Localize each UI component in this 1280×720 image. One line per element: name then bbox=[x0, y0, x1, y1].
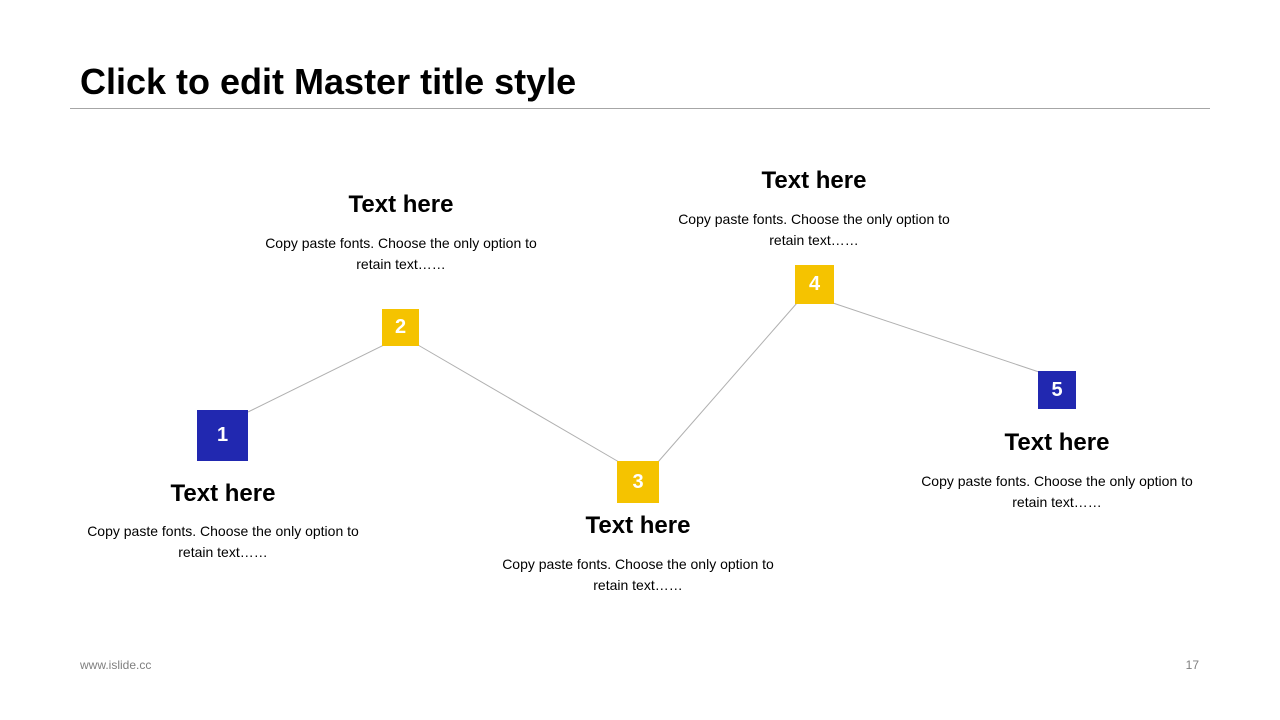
step-3-heading[interactable]: Text here bbox=[585, 512, 691, 539]
step-2-description[interactable]: Copy paste fonts. Choose the only option… bbox=[265, 235, 537, 272]
step-1-heading[interactable]: Text here bbox=[170, 480, 276, 507]
step-3-description[interactable]: Copy paste fonts. Choose the only option… bbox=[502, 556, 774, 593]
footer-website: www.islide.cc bbox=[80, 658, 152, 672]
step-1-description[interactable]: Copy paste fonts. Choose the only option… bbox=[87, 523, 359, 560]
step-4-description[interactable]: Copy paste fonts. Choose the only option… bbox=[678, 211, 950, 248]
connector-3-4 bbox=[657, 302, 798, 463]
connector-4-5 bbox=[832, 302, 1040, 373]
step-2-marker[interactable]: 2 bbox=[382, 309, 419, 346]
step-2-number: 2 bbox=[394, 316, 407, 338]
step-3-number: 3 bbox=[632, 470, 644, 493]
step-2-heading[interactable]: Text here bbox=[348, 191, 454, 218]
step-5-description[interactable]: Copy paste fonts. Choose the only option… bbox=[921, 473, 1193, 510]
page-number: 17 bbox=[1185, 658, 1199, 672]
step-4-heading[interactable]: Text here bbox=[761, 167, 867, 194]
step-1-marker[interactable]: 1 bbox=[197, 410, 248, 461]
connector-1-2 bbox=[247, 344, 385, 413]
step-3-marker[interactable]: 3 bbox=[617, 461, 659, 503]
step-5-number: 5 bbox=[1051, 378, 1063, 401]
step-5-marker[interactable]: 5 bbox=[1038, 371, 1076, 409]
step-5-heading[interactable]: Text here bbox=[1004, 429, 1110, 456]
step-1-number: 1 bbox=[216, 424, 229, 446]
title-divider bbox=[70, 108, 1210, 109]
step-4-number: 4 bbox=[808, 273, 821, 295]
slide-title[interactable]: Click to edit Master title style bbox=[80, 61, 577, 102]
step-4-marker[interactable]: 4 bbox=[795, 265, 834, 304]
connector-2-3 bbox=[417, 344, 620, 463]
